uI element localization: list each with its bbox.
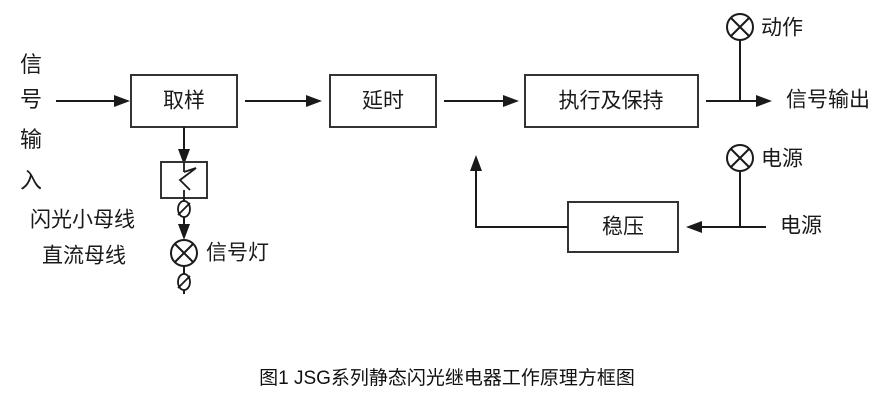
flash-bus-label: 闪光小母线 — [30, 209, 135, 232]
terminal-dc-bus — [177, 266, 191, 294]
input-char-2: 号 — [20, 87, 42, 112]
power-input-label: 电源 — [780, 215, 822, 238]
input-arrow — [56, 95, 130, 107]
block-execute-hold: 执行及保持 — [524, 74, 699, 128]
input-char-4: 入 — [20, 168, 42, 193]
input-char-1: 信 — [20, 52, 42, 77]
power-input-wire — [686, 221, 766, 233]
arrow-delay-to-execute — [444, 95, 519, 107]
block-voltage-regulator-label: 稳压 — [602, 216, 644, 239]
figure-caption: 图1 JSG系列静态闪光继电器工作原理方框图 — [259, 367, 635, 389]
sampling-to-contact-wire — [178, 127, 190, 165]
block-delay-label: 延时 — [362, 90, 404, 113]
action-lamp — [726, 13, 754, 101]
action-lamp-label: 动作 — [761, 17, 803, 40]
signal-output-arrow — [706, 95, 772, 107]
signal-lamp-label: 信号灯 — [206, 242, 269, 265]
block-sampling-label: 取样 — [163, 90, 205, 113]
block-execute-hold-label: 执行及保持 — [559, 90, 664, 113]
power-lamp — [726, 144, 754, 227]
block-voltage-regulator: 稳压 — [567, 201, 679, 253]
dc-bus-label: 直流母线 — [42, 245, 126, 268]
power-lamp-label: 电源 — [761, 148, 803, 171]
arrow-sampling-to-delay — [245, 95, 322, 107]
input-char-3: 输 — [20, 127, 42, 152]
terminal-flash-bus — [177, 198, 191, 240]
signal-output-label: 信号输出 — [786, 89, 870, 112]
signal-input-label: 信 号 输 入 — [20, 52, 42, 193]
feedback-wire — [470, 155, 568, 228]
signal-lamp — [170, 239, 198, 267]
relay-contact-symbol — [160, 161, 208, 199]
block-sampling: 取样 — [130, 74, 238, 128]
block-delay: 延时 — [329, 74, 437, 128]
